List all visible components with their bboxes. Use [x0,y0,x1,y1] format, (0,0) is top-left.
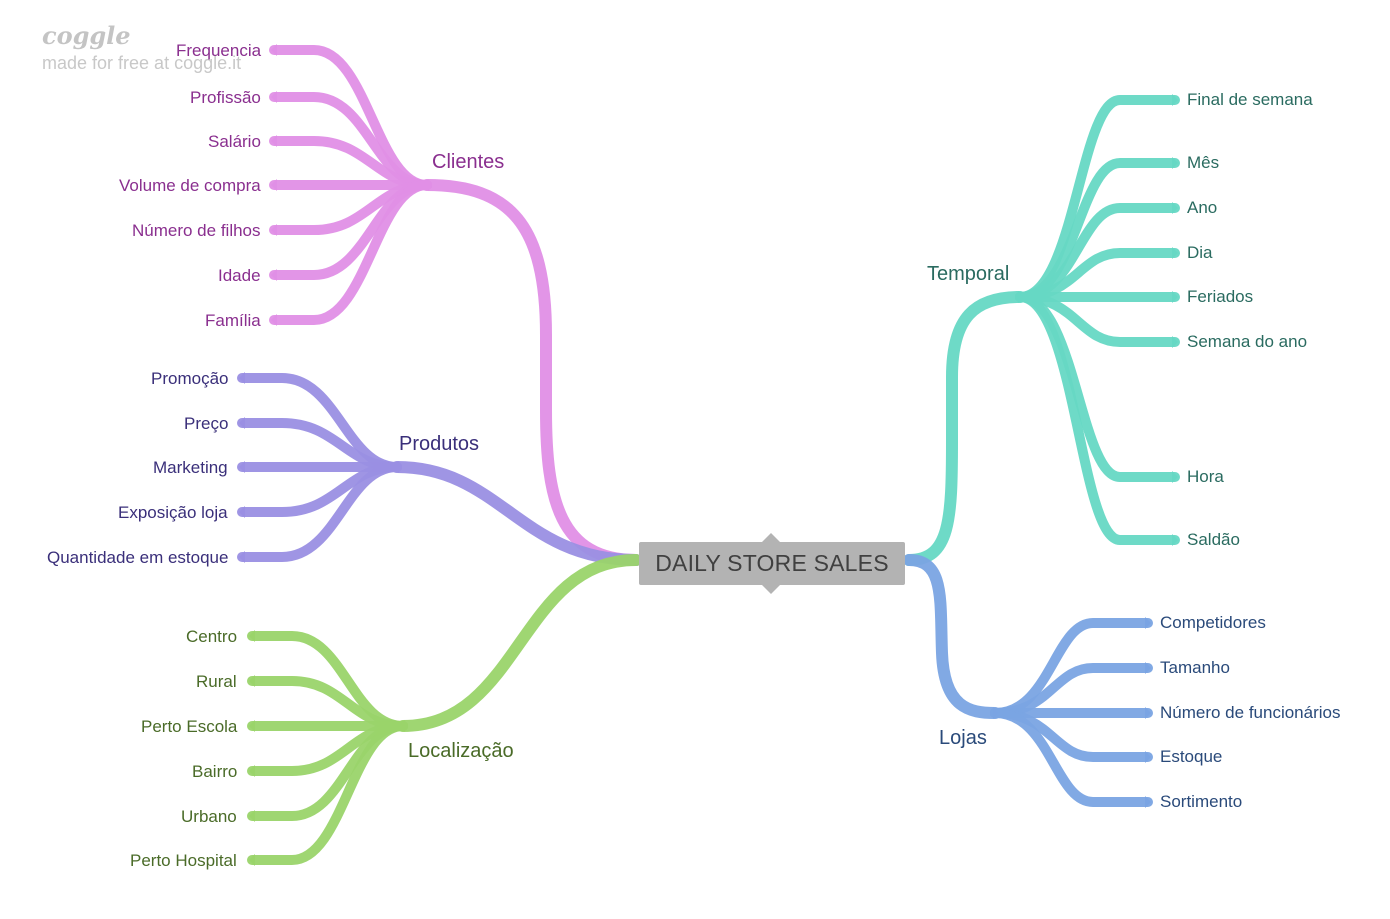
leaf-centro[interactable]: Centro [186,627,238,646]
leaf-promocao[interactable]: Promoção [151,369,229,388]
leaf-bairro[interactable]: Bairro [192,762,238,781]
lojas-leaf-marker [1145,707,1151,719]
localizacao-leaf-marker [249,675,255,687]
center-node-label: DAILY STORE SALES [655,550,889,576]
leaf-profissao[interactable]: Profissão [190,88,261,107]
leaf-semana-do-ano[interactable]: Semana do ano [1187,332,1308,351]
clientes-leaf-marker [271,135,277,147]
branch-label-produtos[interactable]: Produtos [399,433,480,455]
clientes-leaf-marker [271,179,277,191]
lojas-leaf-marker [1145,751,1151,763]
branch-label-lojas[interactable]: Lojas [939,727,987,749]
branch-label-temporal[interactable]: Temporal [927,263,1010,285]
leaf-preco[interactable]: Preço [184,414,229,433]
coggle-wordmark: coggle [42,21,131,50]
temporal-trunk-connector [903,291,1026,566]
localizacao-leaf-marker [249,765,255,777]
leaf-idade[interactable]: Idade [218,266,261,285]
clientes-trunk-connector [421,179,642,566]
leaf-final-de-semana[interactable]: Final de semana [1187,90,1313,109]
produtos-leaf-marker [239,372,245,384]
produtos-leaf-marker [239,551,245,563]
localizacao-leaf-marker [249,810,255,822]
produtos-leaf-connector [237,418,402,472]
leaf-familia[interactable]: Família [205,311,261,330]
lojas-leaf-connector [990,663,1153,718]
leaf-tamanho[interactable]: Tamanho [1160,658,1230,677]
localizacao-leaf-marker [249,630,255,642]
leaf-mes[interactable]: Mês [1187,153,1220,172]
temporal-leaf-marker [1172,157,1178,169]
center-node-notch-top [762,533,780,542]
leaf-competidores[interactable]: Competidores [1160,613,1266,632]
clientes-leaf-marker [271,91,277,103]
temporal-leaf-marker [1172,202,1178,214]
center-node[interactable]: DAILY STORE SALES [639,542,905,585]
clientes-leaf-marker [271,314,277,326]
clientes-leaf-connector [269,136,432,190]
coggle-tagline[interactable]: made for free at coggle.it [42,53,242,73]
localizacao-leaf-connector [247,721,408,865]
leaf-frequencia[interactable]: Frequencia [176,41,262,60]
produtos-leaf-marker [239,461,245,473]
clientes-leaf-marker [271,269,277,281]
leaf-sortimento[interactable]: Sortimento [1160,792,1243,811]
clientes-leaf-marker [271,44,277,56]
temporal-leaf-marker [1172,471,1178,483]
leaf-volume-de-compra[interactable]: Volume de compra [119,176,261,195]
produtos-leaf-connector [237,462,402,562]
leaf-exposicao-loja[interactable]: Exposição loja [118,503,228,522]
leaf-numero-de-funcionarios[interactable]: Número de funcionários [1160,703,1341,722]
lojas-leaf-marker [1145,617,1151,629]
leaf-feriados[interactable]: Feriados [1187,287,1254,306]
leaf-perto-escola[interactable]: Perto Escola [141,717,238,736]
leaf-quantidade-em-estoque[interactable]: Quantidade em estoque [47,548,229,567]
localizacao-leaf-marker [249,720,255,732]
leaf-marketing[interactable]: Marketing [153,458,228,477]
leaf-rural[interactable]: Rural [196,672,237,691]
leaf-urbano[interactable]: Urbano [181,807,237,826]
temporal-leaf-marker [1172,94,1178,106]
leaf-saldao[interactable]: Saldão [1187,530,1240,549]
lojas-leaf-marker [1145,796,1151,808]
produtos-leaf-marker [239,506,245,518]
temporal-leaf-marker [1172,336,1178,348]
leaf-dia[interactable]: Dia [1187,243,1213,262]
branch-label-clientes[interactable]: Clientes [432,151,505,173]
lojas-leaf-marker [1145,662,1151,674]
temporal-leaf-marker [1172,534,1178,546]
center-node-notch-bottom [762,585,780,594]
produtos-leaf-marker [239,417,245,429]
leaf-numero-de-filhos[interactable]: Número de filhos [132,221,261,240]
coggle-logo[interactable]: coggle made for free at coggle.it [42,20,241,74]
localizacao-trunk-connector [397,554,642,732]
localizacao-leaf-connector [247,676,408,731]
localizacao-leaf-marker [249,854,255,866]
produtos-trunk-connector [391,461,642,566]
temporal-leaf-marker [1172,291,1178,303]
leaf-perto-hospital[interactable]: Perto Hospital [130,851,237,870]
temporal-leaf-connector [1015,292,1180,545]
leaf-ano[interactable]: Ano [1187,198,1218,217]
leaf-hora[interactable]: Hora [1187,467,1224,486]
leaf-salario[interactable]: Salário [208,132,261,151]
clientes-leaf-connector [269,180,432,325]
clientes-leaf-marker [271,224,277,236]
temporal-leaf-connector [1015,95,1180,302]
branch-label-localizacao[interactable]: Localização [408,740,514,762]
leaf-estoque[interactable]: Estoque [1160,747,1223,766]
temporal-leaf-marker [1172,247,1178,259]
lojas-leaf-connector [990,708,1153,807]
lojas-trunk-connector [903,554,1001,719]
